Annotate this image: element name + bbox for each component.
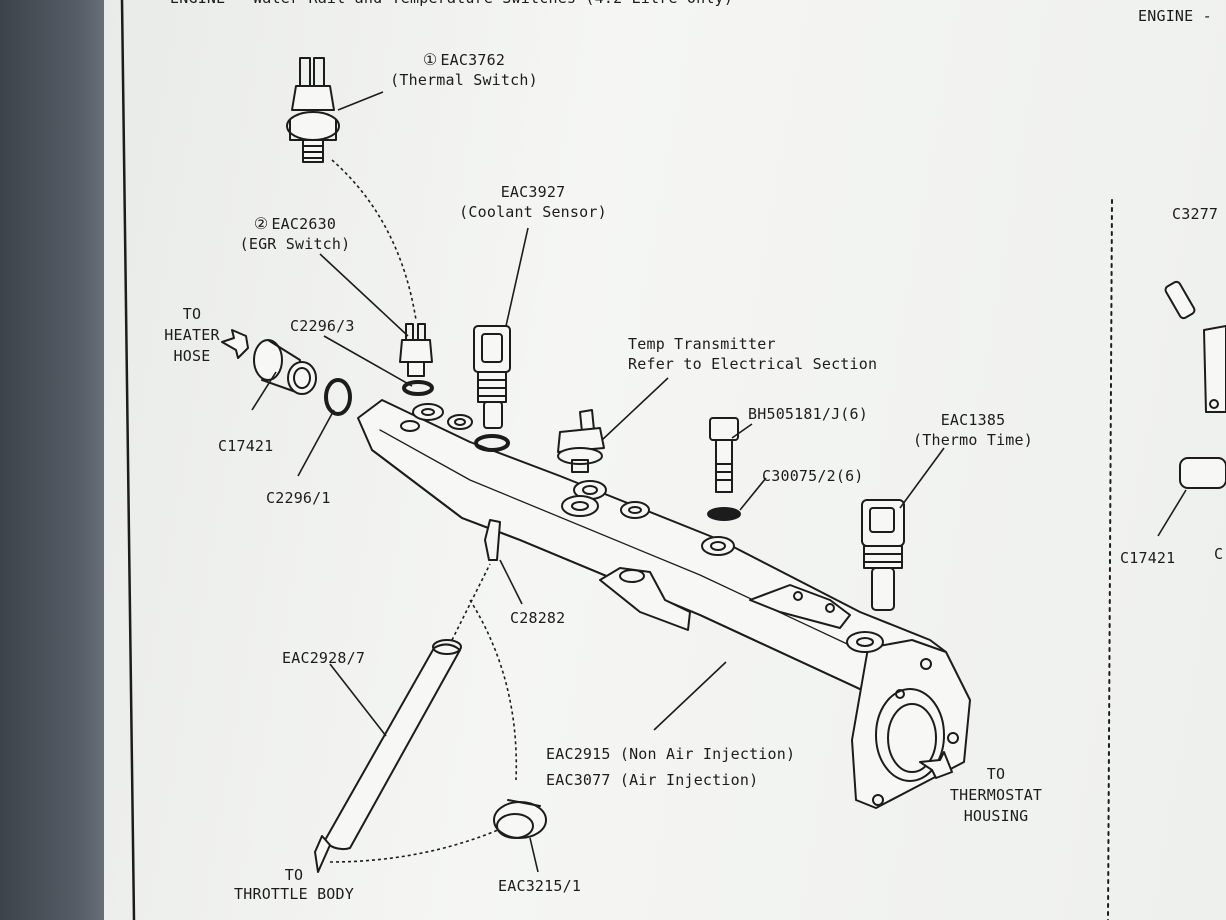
temp-transmitter-label: Temp Transmitter Refer to Electrical Sec…	[628, 334, 877, 374]
page-divider	[1107, 199, 1113, 920]
temp-transmitter-line1: Temp Transmitter	[628, 335, 776, 353]
bolt-part	[707, 417, 741, 521]
paper-page	[104, 0, 1226, 920]
thermo-time-part-number: EAC1385	[940, 411, 1006, 429]
thermal-switch-part	[286, 57, 340, 163]
nipple-c28282-label: C28282	[510, 609, 566, 627]
clip-eac3215-label: EAC3215/1	[498, 877, 582, 895]
header-right: ENGINE -	[1138, 7, 1212, 25]
callout-1-marker: ①	[422, 50, 438, 69]
thermal-switch-part-number: EAC3762	[440, 51, 506, 69]
washer-c2296-3-label: C2296/3	[290, 317, 355, 335]
heater-hose-line1: TO	[182, 305, 202, 323]
heater-hose-line2: HEATER	[164, 326, 220, 344]
hose-part	[314, 639, 462, 873]
thermostat-housing-line2: THERMOSTAT	[949, 786, 1043, 804]
monitor-bezel	[0, 0, 112, 920]
adaptor-part	[221, 329, 352, 416]
rail-air-label: EAC3077 (Air Injection)	[546, 771, 759, 789]
egr-switch-part-number: EAC2630	[271, 215, 337, 233]
thermal-switch-desc: (Thermal Switch)	[390, 71, 538, 89]
thermo-time-desc: (Thermo Time)	[913, 431, 1033, 449]
thermo-time-part	[861, 499, 905, 611]
thermostat-housing-line1: TO	[986, 765, 1006, 783]
throttle-body-line1: TO	[284, 866, 304, 884]
right-c17421-label: C17421	[1120, 549, 1176, 567]
thermostat-arrow	[919, 751, 953, 779]
header-title: ENGINE - Water Rail and Temperature Swit…	[170, 0, 733, 8]
temp-transmitter-part	[557, 409, 605, 473]
right-c-label: C	[1214, 545, 1224, 563]
heater-hose-label: TO HEATER HOSE	[160, 304, 224, 367]
washer-c30075-label: C30075/2(6)	[762, 467, 864, 485]
coolant-sensor-label: EAC3927 (Coolant Sensor)	[450, 182, 616, 222]
egr-switch-desc: (EGR Switch)	[239, 235, 351, 253]
clip-part	[493, 799, 547, 839]
washer-c2296-1-label: C2296/1	[266, 489, 331, 507]
thermostat-housing-label: TO THERMOSTAT HOUSING	[940, 764, 1052, 827]
egr-switch-part	[399, 323, 434, 396]
throttle-body-line2: THROTTLE BODY	[234, 885, 354, 903]
bolt-label: BH505181/J(6)	[748, 405, 868, 423]
coolant-sensor-part-number: EAC3927	[500, 183, 566, 201]
right-partial-parts	[1164, 280, 1226, 489]
thermo-time-label: EAC1385 (Thermo Time)	[900, 410, 1046, 450]
temp-transmitter-line2: Refer to Electrical Section	[628, 355, 878, 373]
adaptor-c17421-label: C17421	[218, 437, 274, 455]
throttle-body-label: TO THROTTLE BODY	[228, 866, 360, 904]
heater-hose-line3: HOSE	[173, 347, 211, 365]
rail-non-air-label: EAC2915 (Non Air Injection)	[546, 745, 796, 763]
coolant-sensor-part	[473, 325, 511, 452]
coolant-sensor-desc: (Coolant Sensor)	[459, 203, 607, 221]
hose-eac2928-label: EAC2928/7	[282, 649, 366, 667]
right-c3277-label: C3277	[1172, 205, 1219, 223]
thermostat-housing-line3: HOUSING	[963, 807, 1029, 825]
page-border-left	[120, 0, 136, 920]
callout-2-marker: ②	[253, 214, 269, 233]
